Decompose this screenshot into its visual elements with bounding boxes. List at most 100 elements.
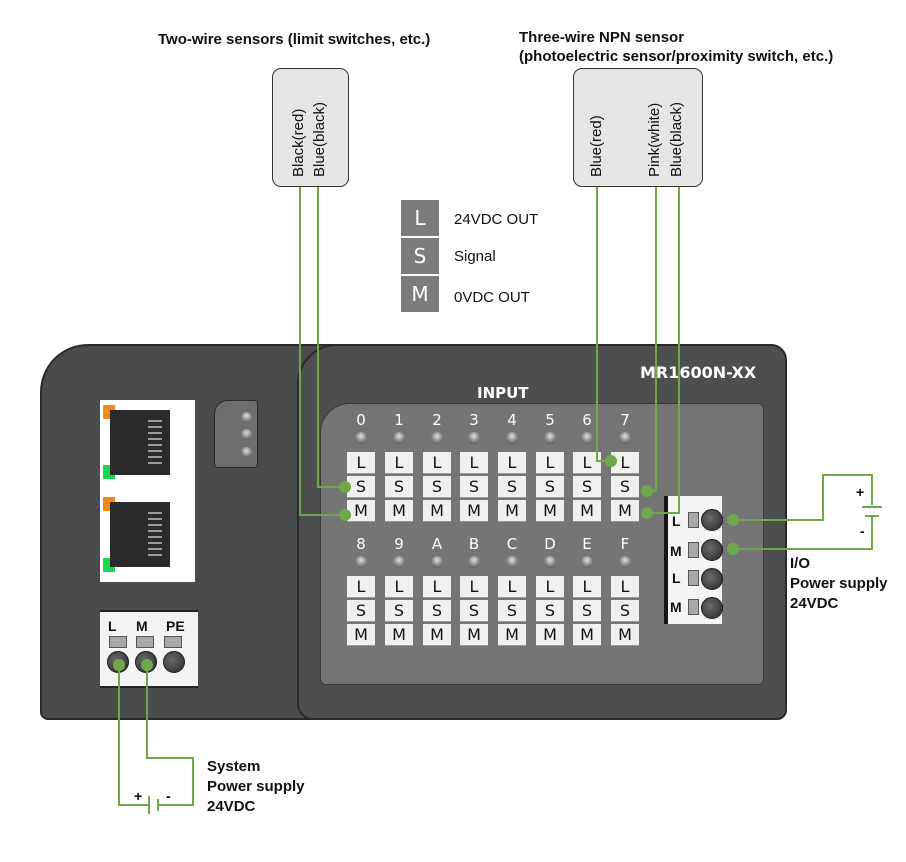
terminal-m[interactable]: M xyxy=(460,624,488,646)
channel-number: 1 xyxy=(394,411,404,429)
wire-label-blue-red: Blue(red) xyxy=(588,115,605,177)
terminal-l[interactable]: L xyxy=(611,452,639,474)
terminal-l[interactable]: L xyxy=(385,452,413,474)
io-minus-sign: - xyxy=(860,523,865,539)
model-label: MR1600N-XX xyxy=(640,363,757,382)
legend-text-s: Signal xyxy=(454,248,496,265)
terminal-s[interactable]: S xyxy=(460,476,488,498)
three-wire-sensor-title: Three-wire NPN sensor xyxy=(519,29,685,46)
terminal-m[interactable]: M xyxy=(423,500,451,522)
io-slot-2 xyxy=(688,542,699,558)
io-power-connector[interactable]: L M L M xyxy=(664,496,723,624)
terminal-l[interactable]: L xyxy=(498,452,526,474)
terminal-s[interactable]: S xyxy=(385,476,413,498)
channel-led xyxy=(581,432,593,444)
io-screw-1-icon[interactable] xyxy=(701,509,723,531)
terminal-m[interactable]: M xyxy=(347,500,375,522)
terminal-s[interactable]: S xyxy=(573,476,601,498)
terminal-l[interactable]: L xyxy=(385,576,413,598)
three-wire-sensor-subtitle: (photoelectric sensor/proximity switch, … xyxy=(519,48,834,65)
terminal-m[interactable]: M xyxy=(536,500,564,522)
io-power-label-3: 24VDC xyxy=(790,595,839,612)
wire-label-black-red: Black(red) xyxy=(290,108,307,177)
legend-key-s: S xyxy=(401,238,439,274)
terminal-s[interactable]: S xyxy=(573,600,601,622)
terminal-l[interactable]: L xyxy=(460,452,488,474)
terminal-m[interactable]: M xyxy=(498,624,526,646)
channel-number: D xyxy=(544,535,556,553)
terminal-s[interactable]: S xyxy=(611,600,639,622)
sys-power-label-2: Power supply xyxy=(207,778,305,795)
legend-text-m: 0VDC OUT xyxy=(454,289,530,306)
sys-screw-pe-icon[interactable] xyxy=(163,651,185,673)
io-screw-4-icon[interactable] xyxy=(701,597,723,619)
terminal-l[interactable]: L xyxy=(347,452,375,474)
input-label: INPUT xyxy=(477,384,529,402)
channel-number: 0 xyxy=(356,411,366,429)
three-wire-sensor-box: Blue(red) Pink(white) Blue(black) xyxy=(573,68,703,187)
terminal-s[interactable]: S xyxy=(423,476,451,498)
terminal-s[interactable]: S xyxy=(498,476,526,498)
terminal-m[interactable]: M xyxy=(498,500,526,522)
wire-label-blue-black: Blue(black) xyxy=(311,101,328,177)
terminal-s[interactable]: S xyxy=(385,600,413,622)
terminal-s[interactable]: S xyxy=(536,476,564,498)
terminal-m[interactable]: M xyxy=(611,624,639,646)
io-screw-3-icon[interactable] xyxy=(701,568,723,590)
system-power-connector[interactable]: L M PE xyxy=(100,610,198,688)
terminal-l[interactable]: L xyxy=(498,576,526,598)
terminal-s[interactable]: S xyxy=(498,600,526,622)
status-led-2 xyxy=(241,429,252,440)
channel-number: 8 xyxy=(356,535,366,553)
terminal-l[interactable]: L xyxy=(573,452,601,474)
terminal-l[interactable]: L xyxy=(573,576,601,598)
terminal-s[interactable]: S xyxy=(536,600,564,622)
terminal-l[interactable]: L xyxy=(423,576,451,598)
terminal-m[interactable]: M xyxy=(611,500,639,522)
sys-plus-sign: + xyxy=(134,788,143,804)
terminal-s[interactable]: S xyxy=(347,600,375,622)
terminal-l[interactable]: L xyxy=(347,576,375,598)
io-screw-2-icon[interactable] xyxy=(701,539,723,561)
sys-screw-m-icon[interactable] xyxy=(135,651,157,673)
legend-key-l: L xyxy=(401,200,439,236)
terminal-m[interactable]: M xyxy=(385,500,413,522)
terminal-m[interactable]: M xyxy=(347,624,375,646)
io-conn-label-l1: L xyxy=(672,513,681,529)
terminal-s[interactable]: S xyxy=(611,476,639,498)
channel-led xyxy=(581,556,593,568)
io-plus-sign: + xyxy=(856,484,865,500)
io-slot-1 xyxy=(688,512,699,528)
status-led-3 xyxy=(241,447,252,458)
channel-led xyxy=(619,556,631,568)
terminal-m[interactable]: M xyxy=(573,624,601,646)
channel-led xyxy=(431,556,443,568)
channel-led xyxy=(393,556,405,568)
channel-led xyxy=(544,556,556,568)
terminal-l[interactable]: L xyxy=(536,576,564,598)
io-slot-3 xyxy=(688,570,699,586)
channel-number: F xyxy=(620,535,630,553)
channel-number: B xyxy=(468,535,480,553)
legend-key-m: M xyxy=(401,276,439,312)
terminal-m[interactable]: M xyxy=(573,500,601,522)
terminal-s[interactable]: S xyxy=(423,600,451,622)
terminal-s[interactable]: S xyxy=(347,476,375,498)
channel-number: C xyxy=(506,535,518,553)
terminal-m[interactable]: M xyxy=(536,624,564,646)
terminal-m[interactable]: M xyxy=(460,500,488,522)
terminal-l[interactable]: L xyxy=(423,452,451,474)
terminal-l[interactable]: L xyxy=(611,576,639,598)
terminal-s[interactable]: S xyxy=(460,600,488,622)
terminal-l[interactable]: L xyxy=(460,576,488,598)
channel-led xyxy=(468,432,480,444)
legend-text-l: 24VDC OUT xyxy=(454,211,539,228)
terminal-m[interactable]: M xyxy=(423,624,451,646)
sys-conn-label-l: L xyxy=(108,618,117,634)
terminal-l[interactable]: L xyxy=(536,452,564,474)
wire-label-pink-white: Pink(white) xyxy=(646,102,663,177)
io-power-label-2: Power supply xyxy=(790,575,888,592)
channel-led xyxy=(431,432,443,444)
terminal-m[interactable]: M xyxy=(385,624,413,646)
sys-screw-l-icon[interactable] xyxy=(107,651,129,673)
